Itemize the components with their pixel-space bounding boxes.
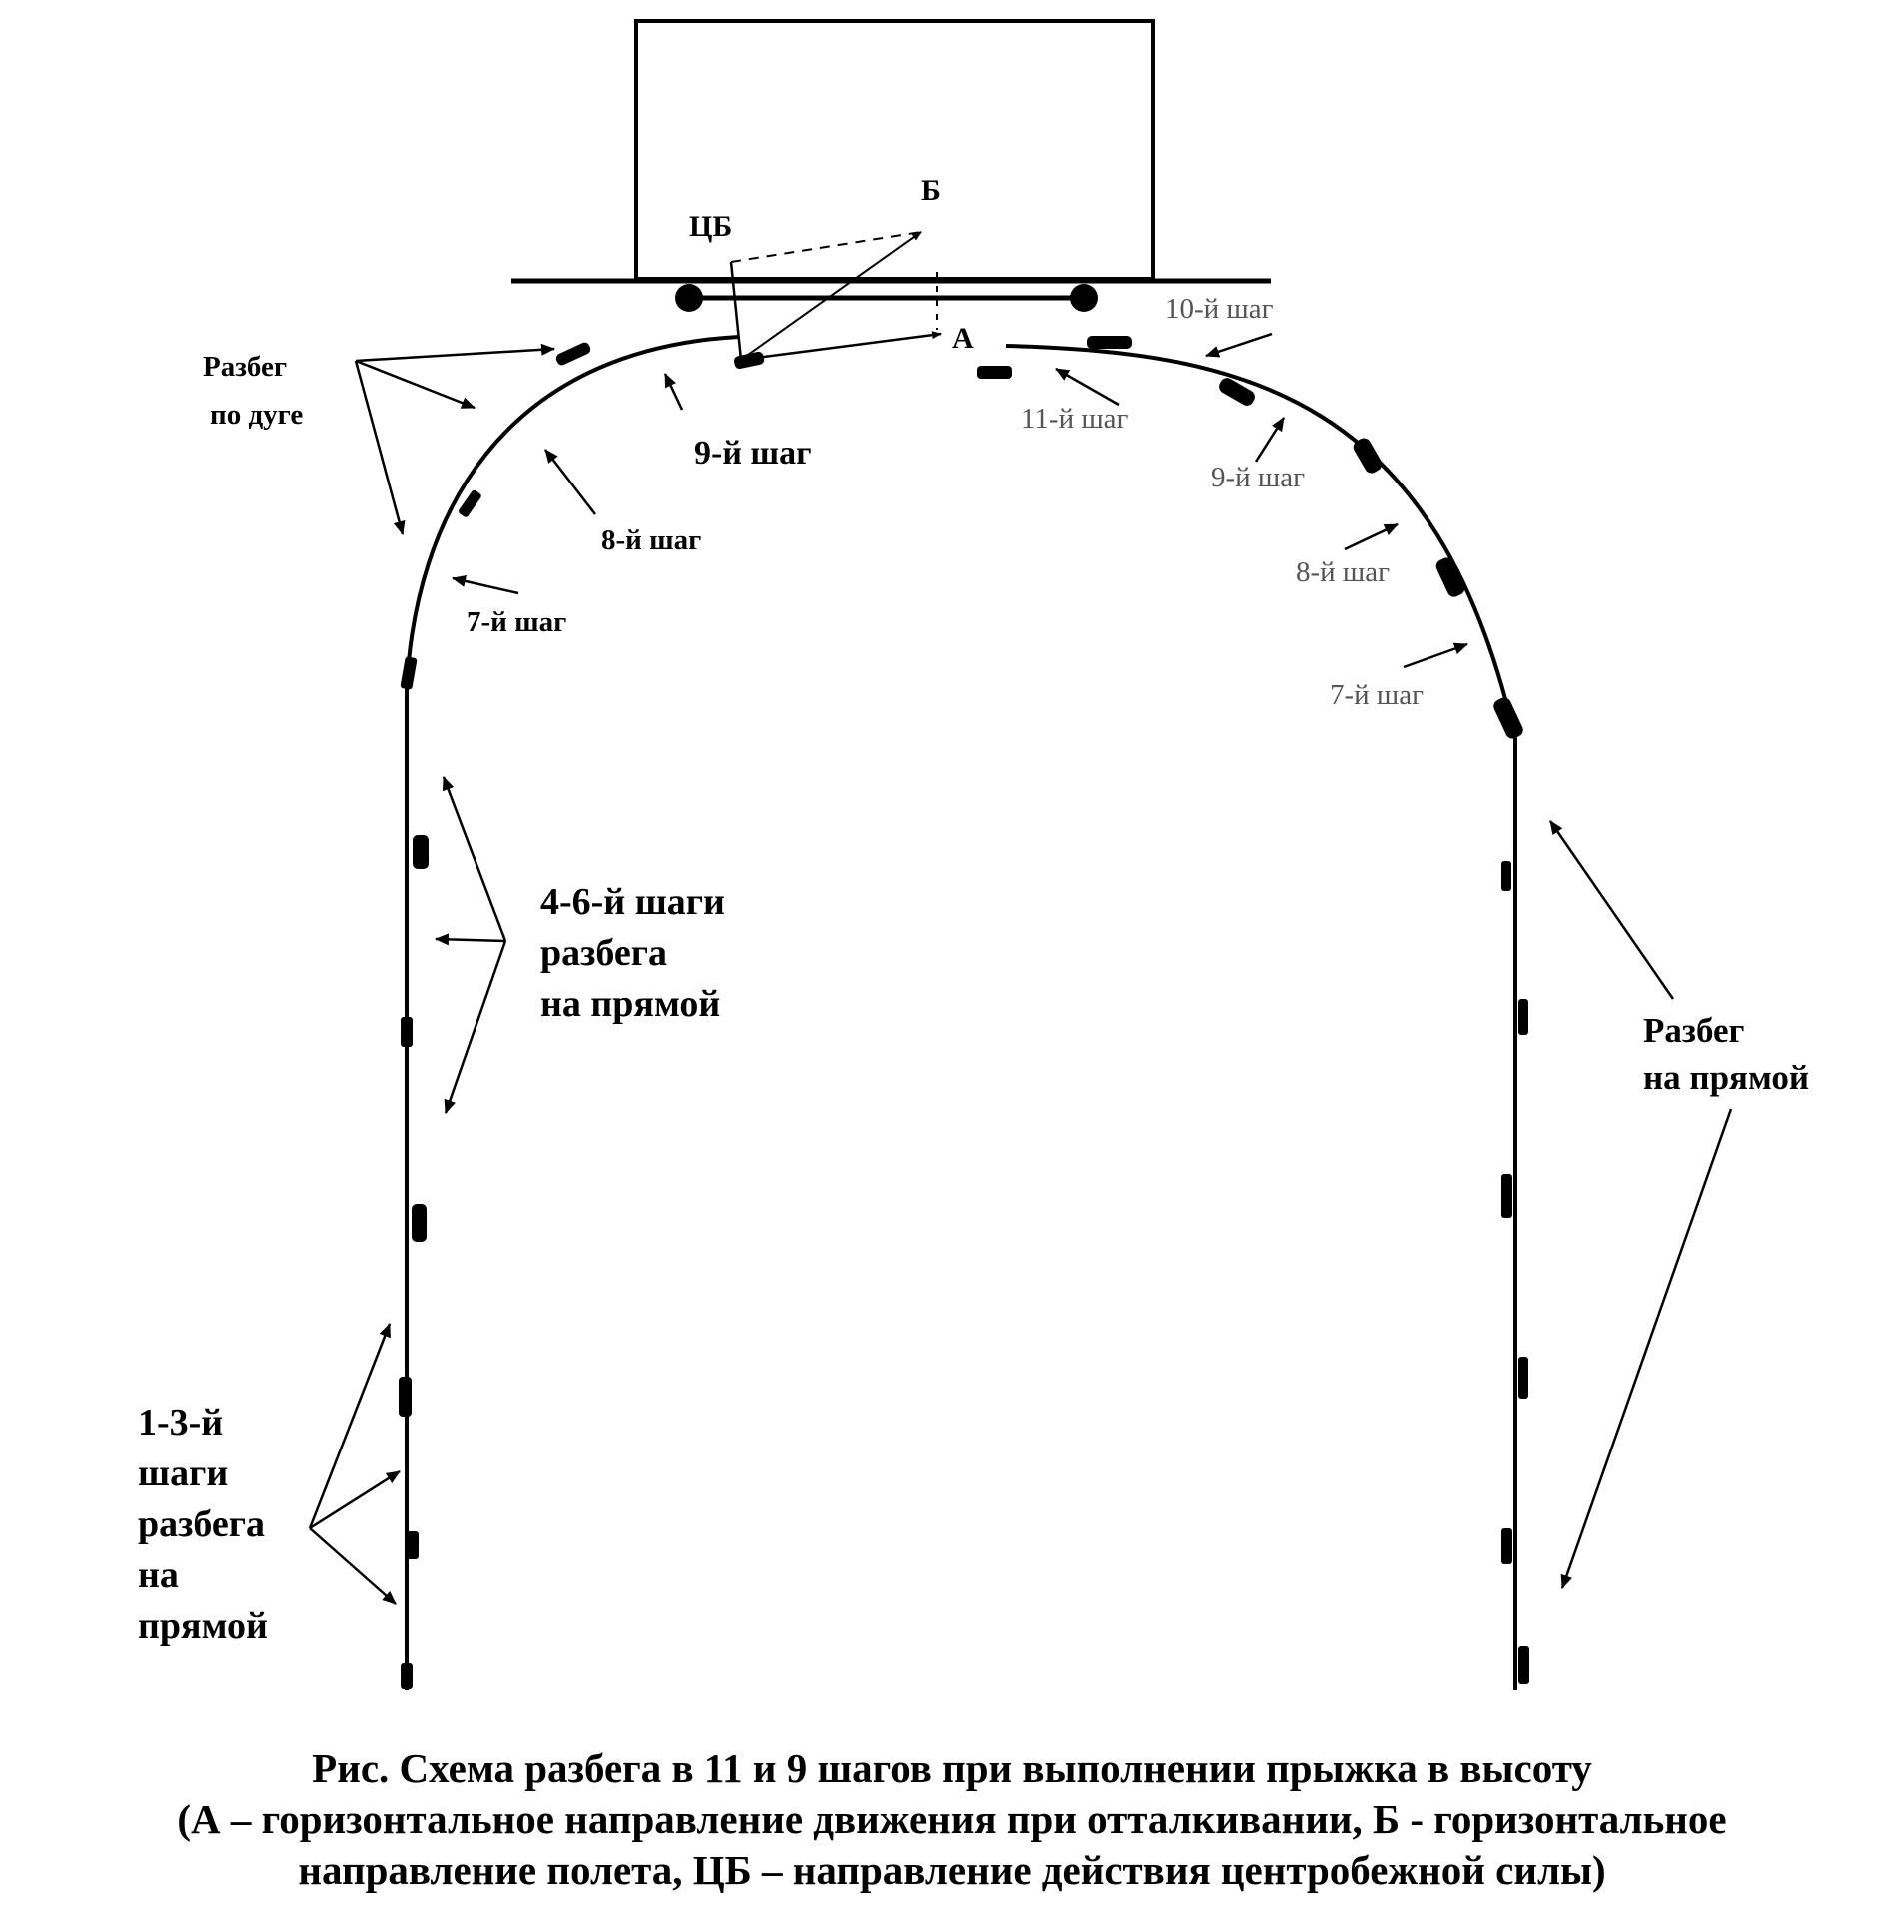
label-left-1-3-3: разбега xyxy=(138,1503,265,1545)
stand-left xyxy=(675,284,703,312)
label-left-4-6-2: разбега xyxy=(540,932,667,974)
label-right-straight-2: на прямой xyxy=(1643,1058,1809,1097)
label-left-1-3-4: на xyxy=(138,1554,179,1596)
caption-line-2: (А – горизонтальное направление движения… xyxy=(177,1796,1727,1842)
label-cb: ЦБ xyxy=(689,210,732,243)
label-b: Б xyxy=(921,174,941,207)
left-run-path xyxy=(405,335,740,1690)
caption-line-3: направление полета, ЦБ – направление дей… xyxy=(298,1847,1606,1893)
stand-right xyxy=(1070,284,1098,312)
label-left-arc-2: по дуге xyxy=(210,399,303,431)
figure-caption: Рис. Схема разбега в 11 и 9 шагов при вы… xyxy=(0,1743,1904,1896)
label-left-arc-1: Разбег xyxy=(203,351,287,383)
label-right-step11: 11-й шаг xyxy=(1021,403,1129,435)
label-left-step8: 8-й шаг xyxy=(601,524,701,556)
label-a: А xyxy=(952,322,974,355)
force-vectors xyxy=(729,231,942,362)
label-left-step9: 9-й шаг xyxy=(694,435,812,472)
label-right-step10: 10-й шаг xyxy=(1165,293,1274,325)
label-left-4-6-3: на прямой xyxy=(540,983,720,1025)
footprints xyxy=(399,336,1529,1689)
label-left-step7: 7-й шаг xyxy=(467,606,566,638)
label-left-4-6-1: 4-6-й шаги xyxy=(540,881,725,923)
caption-line-1: Рис. Схема разбега в 11 и 9 шагов при вы… xyxy=(312,1745,1592,1791)
right-run-path xyxy=(1005,344,1517,1690)
label-right-step8: 8-й шаг xyxy=(1296,556,1390,588)
label-right-step9: 9-й шаг xyxy=(1211,462,1305,493)
label-right-straight-1: Разбег xyxy=(1643,1011,1744,1050)
label-left-1-3-5: прямой xyxy=(138,1605,268,1647)
label-left-1-3-2: шаги xyxy=(138,1452,228,1494)
label-left-1-3-1: 1-3-й xyxy=(138,1402,223,1444)
label-right-step7: 7-й шаг xyxy=(1330,679,1424,711)
annotation-arrows xyxy=(308,332,1733,1605)
